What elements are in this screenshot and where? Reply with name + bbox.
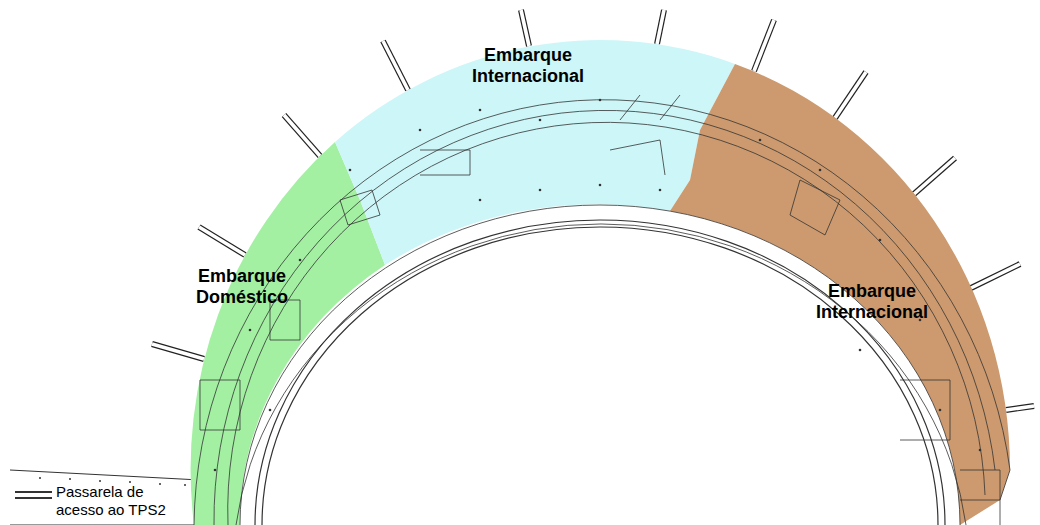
zone-label-box: Embarque Internacional — [797, 279, 947, 325]
zone-label-box: Embarque Internacional — [453, 43, 603, 89]
zone-name: Embarque Internacional — [457, 45, 599, 87]
plan-lines — [194, 95, 1010, 525]
zone-name: Embarque Doméstico — [181, 266, 303, 308]
walkway — [10, 470, 205, 525]
domestic-zone — [191, 142, 385, 525]
zone-name: Embarque Internacional — [801, 281, 943, 323]
columns — [214, 99, 982, 472]
international-zone — [670, 64, 1010, 525]
walkway-label: Passarela de acesso ao TPS2 — [56, 483, 180, 519]
zone-label-box: Embarque Doméstico — [177, 264, 307, 310]
